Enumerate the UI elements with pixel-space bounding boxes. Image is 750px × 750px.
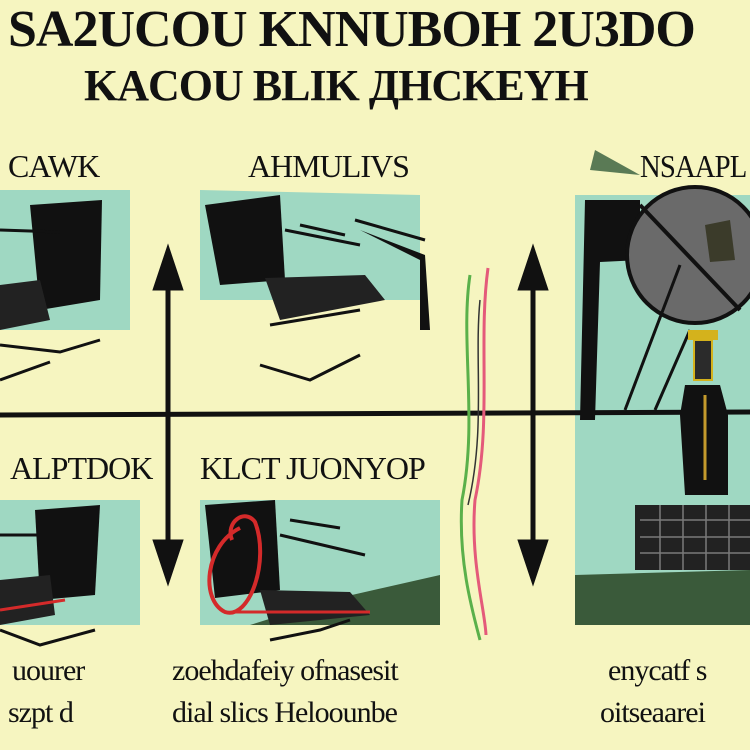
arrow-left bbox=[152, 243, 184, 587]
label-top-right: NSAAPL bbox=[640, 148, 747, 184]
chair-top-center bbox=[205, 195, 430, 382]
squiggle-green bbox=[459, 274, 482, 641]
caption-left-line-1: uourer bbox=[12, 654, 85, 687]
heading-line-1: SA2UCOU KNNUBOH 2U3DO bbox=[8, 1, 696, 58]
arrow-right bbox=[517, 243, 549, 587]
squiggle-pink bbox=[472, 267, 490, 636]
heading-line-2: KACOU BLIK ДHCKEYH bbox=[84, 61, 589, 110]
caption-center-line-1: zoehdafeiy ofnasesit bbox=[172, 654, 399, 687]
caption-left-line-2: szpt d bbox=[8, 696, 74, 729]
caption-right-line-1: enycatf s bbox=[608, 654, 707, 687]
chair-top-left bbox=[0, 200, 102, 382]
caption-right-line-2: oitseaarei bbox=[600, 696, 706, 729]
squiggle-dark bbox=[467, 299, 481, 506]
mechanism-right bbox=[580, 150, 750, 570]
label-top-center: AHMULIVS bbox=[248, 148, 410, 184]
horizontal-divider bbox=[0, 409, 750, 418]
chair-bottom-left bbox=[0, 505, 100, 647]
ground-right bbox=[575, 570, 750, 625]
caption-center-line-2: dial slics Heloounbe bbox=[172, 696, 398, 729]
label-mid-center: KLCT JUONYOP bbox=[200, 450, 426, 486]
label-mid-left: ALPTDOK bbox=[10, 450, 153, 486]
chair-bottom-center bbox=[205, 500, 370, 642]
label-top-left: CAWK bbox=[8, 148, 100, 184]
